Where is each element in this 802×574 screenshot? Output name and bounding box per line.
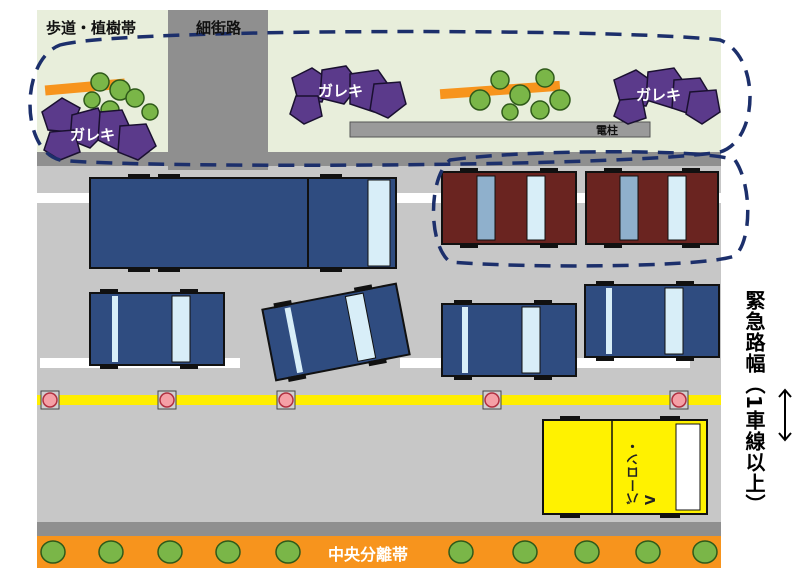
pole-label: 電柱 xyxy=(596,124,618,137)
rubble-right xyxy=(613,67,721,125)
truck-blue xyxy=(89,174,397,272)
dashed-zone-right xyxy=(431,149,750,268)
burned-car-1 xyxy=(441,168,577,248)
cone-markers xyxy=(40,390,689,410)
rubble-left xyxy=(41,97,157,161)
median-strip xyxy=(37,536,721,568)
sidewalk-label: 歩道・植樹帯 xyxy=(46,19,137,37)
car-2-tilted xyxy=(261,282,411,382)
dashed-zone-top xyxy=(28,29,752,168)
vehicle-label: バーロン・V xyxy=(627,440,659,505)
car-3 xyxy=(441,300,577,380)
rubble-label-right: ガレキ xyxy=(636,86,682,104)
narrow-street xyxy=(168,10,268,170)
median-base xyxy=(37,522,721,536)
emergency-width-label: 緊急路幅（1車線以上） xyxy=(742,290,766,515)
rubble-label-mid: ガレキ xyxy=(318,82,364,100)
narrow-street-label: 細街路 xyxy=(196,19,242,37)
car-4 xyxy=(584,281,720,361)
pole-bar xyxy=(349,121,651,138)
rubble-mid xyxy=(289,65,407,125)
median-label: 中央分離帯 xyxy=(328,545,409,564)
sidewalk-trees xyxy=(44,68,571,121)
emergency-width-arrow xyxy=(778,388,792,442)
car-1 xyxy=(89,289,225,369)
yellow-center-line xyxy=(37,395,721,405)
burned-car-2 xyxy=(585,168,719,248)
yellow-vehicle xyxy=(542,416,708,518)
median-trees xyxy=(40,540,718,564)
rubble-label-left: ガレキ xyxy=(70,126,116,144)
